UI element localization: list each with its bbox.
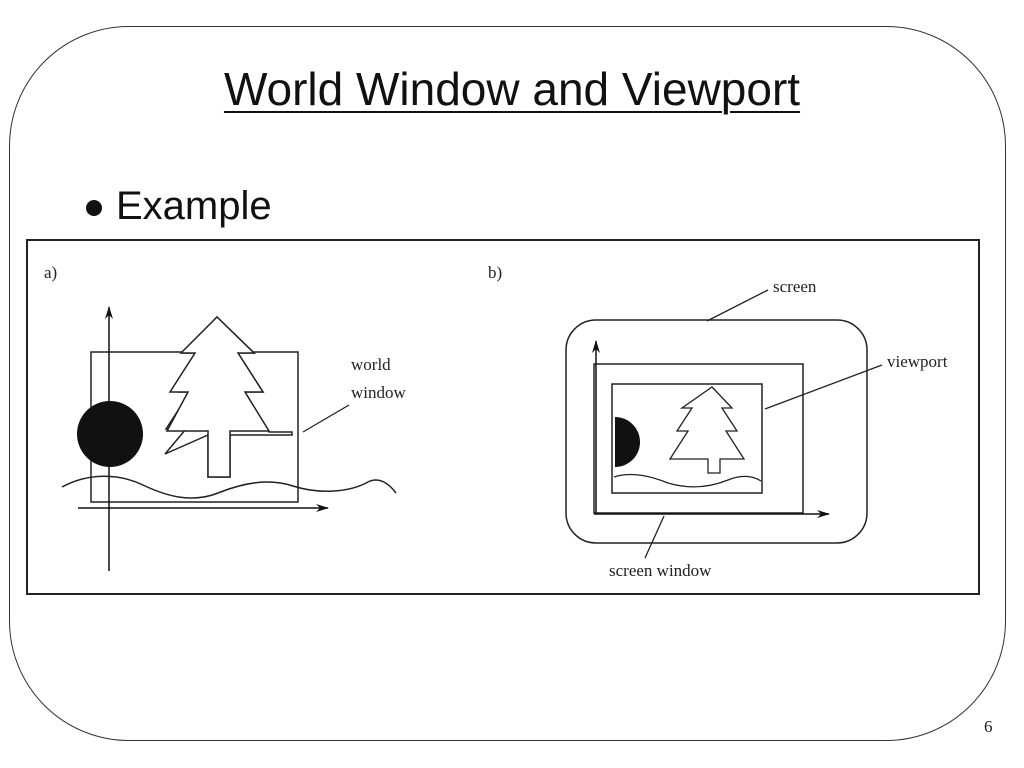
world-label-line1: world <box>351 355 391 374</box>
bullet-text: Example <box>116 183 272 228</box>
panel-b-label: b) <box>488 263 502 282</box>
ground-wave <box>61 475 397 499</box>
world-window-leader-line <box>302 404 350 433</box>
tree-shape <box>165 315 271 478</box>
viewport-sun <box>615 417 640 467</box>
slide-frame <box>9 26 1006 741</box>
screen-window-leader-line <box>644 515 665 559</box>
figure-drawing: a) world window b) <box>44 263 948 580</box>
viewport-label: viewport <box>887 352 948 371</box>
screen-window-label: screen window <box>609 561 712 580</box>
bullet-dot-icon <box>86 200 102 216</box>
page-number: 6 <box>984 717 993 736</box>
window-label-line2: window <box>351 383 407 402</box>
screen-window-rect <box>593 363 804 514</box>
sun-disc <box>77 401 143 467</box>
panel-a-label: a) <box>44 263 57 282</box>
panel-a: a) world window <box>44 263 407 571</box>
bullet-item: Example <box>86 181 272 231</box>
panel-b: b) screen viewport screen window <box>488 263 948 580</box>
viewport-tree <box>668 386 746 474</box>
slide-title: World Window and Viewport <box>223 63 801 115</box>
example-figure: a) world window b) <box>26 239 980 595</box>
viewport-leader-line <box>764 364 883 410</box>
screen-rect <box>565 319 868 544</box>
screen-leader-line <box>706 289 769 322</box>
screen-label: screen <box>773 277 817 296</box>
viewport-ground <box>613 473 762 488</box>
